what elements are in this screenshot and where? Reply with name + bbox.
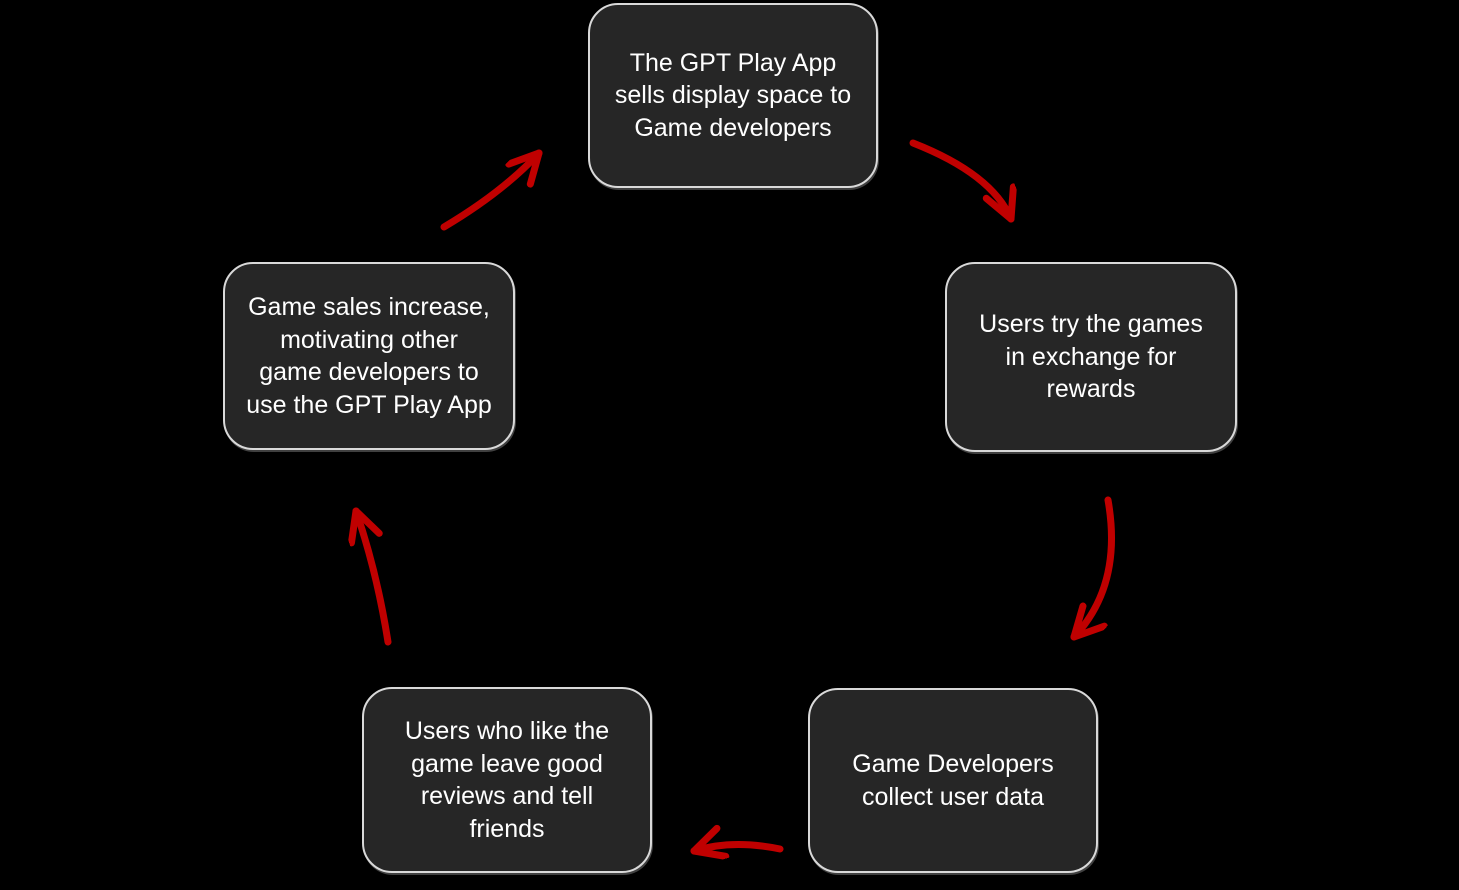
node-users-leave-reviews: Users who like the game leave good revie… [362,687,652,873]
arrow-bottom-left-to-left [356,511,392,646]
arrow-left-to-top [440,153,543,231]
arrow-top-to-right [909,139,1011,219]
arrow-right-to-bottom-right [1070,496,1116,637]
node-developers-collect-data: Game Developers collect user data [808,688,1098,873]
node-gpt-play-sells-display-space: The GPT Play App sells display space to … [588,3,878,188]
node-users-try-games: Users try the games in exchange for rewa… [945,262,1237,452]
node-game-sales-increase: Game sales increase, motivating other ga… [223,262,515,450]
arrow-bottom-right-to-bottom-left [694,844,784,851]
